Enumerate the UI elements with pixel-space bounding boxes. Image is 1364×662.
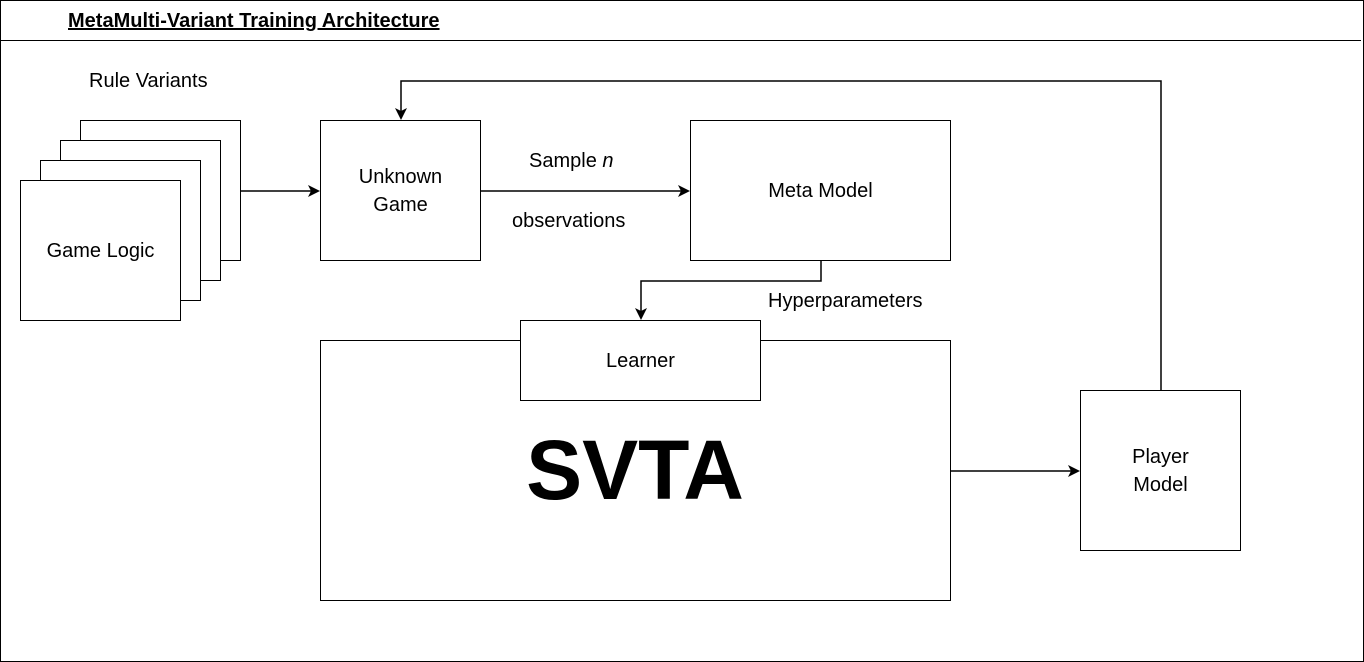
learner-node: Learner (520, 320, 761, 401)
arrow-player-model-to-unknown-game (395, 80, 1162, 390)
sample-variable: n (602, 150, 614, 172)
game-logic-node: Game Logic (20, 180, 181, 321)
game-logic-label: Game Logic (46, 239, 155, 262)
player-model-node: Player Model (1080, 390, 1241, 551)
arrow-meta-model-to-learner (635, 261, 822, 320)
meta-model-label: Meta Model (768, 179, 873, 202)
player-model-label: Player Model (1132, 445, 1189, 496)
unknown-game-label: Unknown Game (358, 165, 443, 216)
observations-label: observations (512, 210, 626, 232)
sample-n-label: Sample n (529, 150, 614, 173)
svta-label: SVTA (526, 423, 744, 517)
meta-model-node: Meta Model (690, 120, 951, 261)
sample-label: Sample (529, 150, 597, 172)
unknown-game-node: Unknown Game (320, 120, 481, 261)
learner-label: Learner (606, 349, 675, 372)
hyperparameters-label: Hyperparameters (768, 290, 923, 312)
diagram-title: MetaMulti-Variant Training Architecture (68, 10, 440, 32)
rule-variants-label: Rule Variants (89, 70, 208, 92)
svta-node (320, 340, 951, 601)
title-bar: MetaMulti-Variant Training Architecture (1, 1, 1361, 41)
